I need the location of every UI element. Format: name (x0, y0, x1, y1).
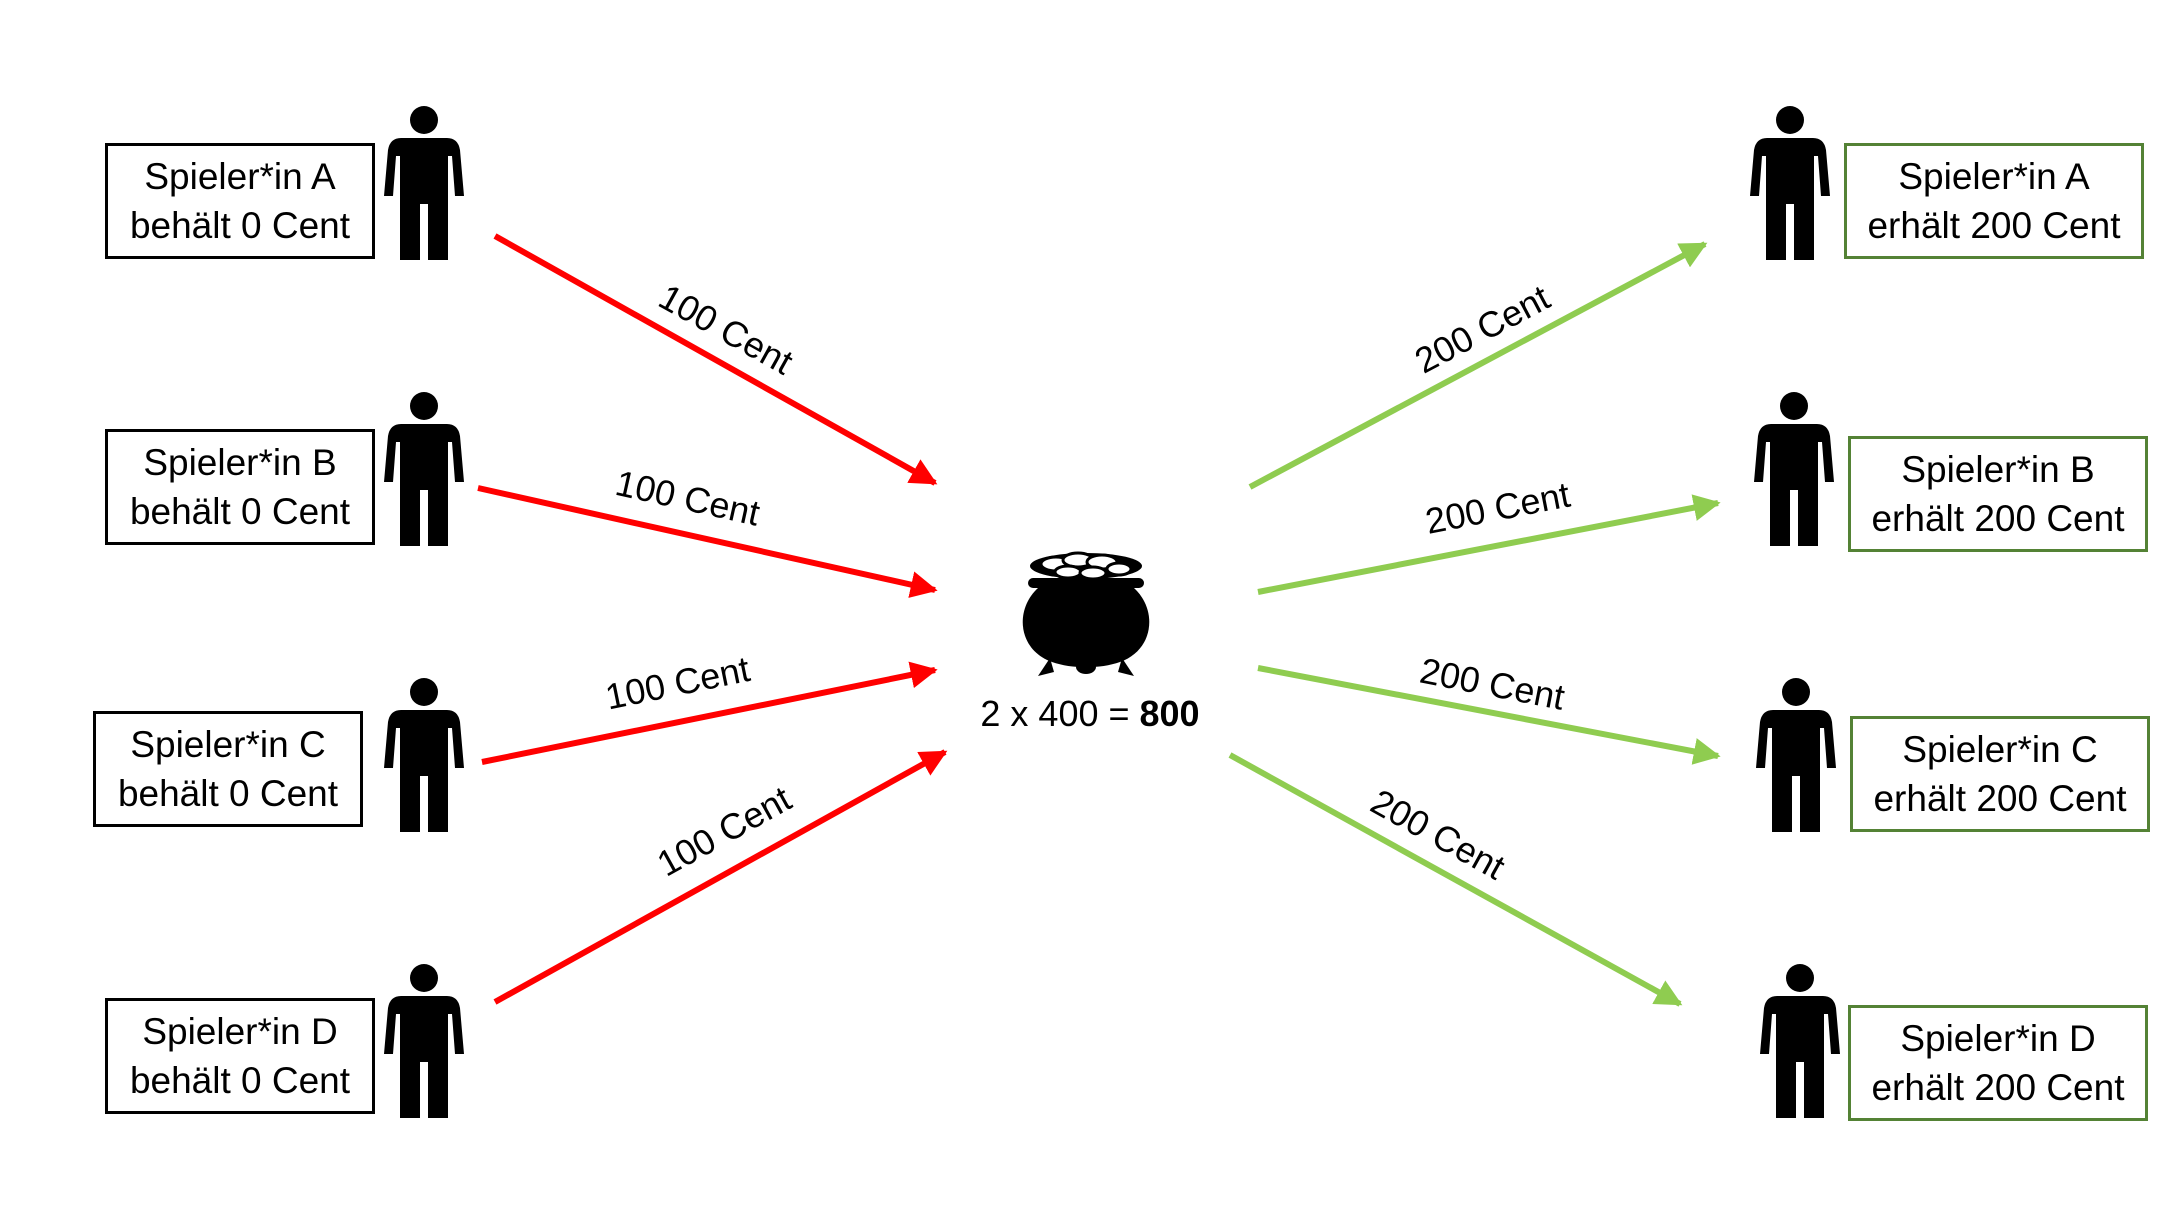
contribution-arrow-d (493, 749, 948, 1005)
player-name: Spieler*in C (130, 724, 326, 765)
player-status: behält 0 Cent (129, 1060, 351, 1101)
player-status: behält 0 Cent (129, 491, 351, 532)
player-name: Spieler*in B (143, 442, 337, 483)
player-status: erhält 200 Cent (1871, 498, 2125, 539)
payout-arrow-b (1257, 494, 1721, 595)
player-status: erhält 200 Cent (1873, 778, 2127, 819)
person-icon (1754, 392, 1834, 546)
payout-arrow-d (1228, 752, 1683, 1007)
player-status: behält 0 Cent (117, 773, 339, 814)
pot-caption: 2 x 400 = 800 (940, 693, 1240, 735)
contribution-arrow-c (481, 661, 938, 765)
player-box-left-c: Spieler*in C behält 0 Cent (93, 711, 363, 827)
person-icon (384, 106, 464, 260)
person-icon (1750, 106, 1830, 260)
payout-arrow-c (1257, 665, 1721, 765)
contribution-label-d: 100 Cent (650, 778, 798, 885)
player-box-left-b: Spieler*in B behält 0 Cent (105, 429, 375, 545)
player-name: Spieler*in D (1900, 1018, 2096, 1059)
player-status: erhält 200 Cent (1867, 205, 2121, 246)
pot-of-gold-icon (1022, 551, 1150, 676)
contribution-arrow-b (477, 485, 938, 598)
player-box-left-a: Spieler*in A behält 0 Cent (105, 143, 375, 259)
player-name: Spieler*in A (144, 156, 336, 197)
player-box-right-a: Spieler*in A erhält 200 Cent (1844, 143, 2144, 259)
player-name: Spieler*in A (1898, 156, 2090, 197)
player-name: Spieler*in D (142, 1011, 338, 1052)
player-box-right-d: Spieler*in D erhält 200 Cent (1848, 1005, 2148, 1121)
person-icon (384, 964, 464, 1118)
pot-formula: 2 x 400 = (980, 693, 1140, 734)
player-name: Spieler*in C (1902, 729, 2098, 770)
person-icon (1760, 964, 1840, 1118)
player-box-left-d: Spieler*in D behält 0 Cent (105, 998, 375, 1114)
payout-label-b: 200 Cent (1422, 474, 1573, 542)
player-box-right-c: Spieler*in C erhält 200 Cent (1850, 716, 2150, 832)
contribution-label-c: 100 Cent (602, 648, 753, 717)
person-icon (384, 678, 464, 832)
person-icon (384, 392, 464, 546)
player-status: behält 0 Cent (129, 205, 351, 246)
payout-arrow-a (1248, 241, 1708, 490)
payout-label-c: 200 Cent (1417, 650, 1568, 718)
player-name: Spieler*in B (1901, 449, 2095, 490)
contribution-arrow-a (493, 233, 938, 486)
player-box-right-b: Spieler*in B erhält 200 Cent (1848, 436, 2148, 552)
player-status: erhält 200 Cent (1871, 1067, 2125, 1108)
pot-total: 800 (1139, 693, 1200, 734)
person-icon (1756, 678, 1836, 832)
